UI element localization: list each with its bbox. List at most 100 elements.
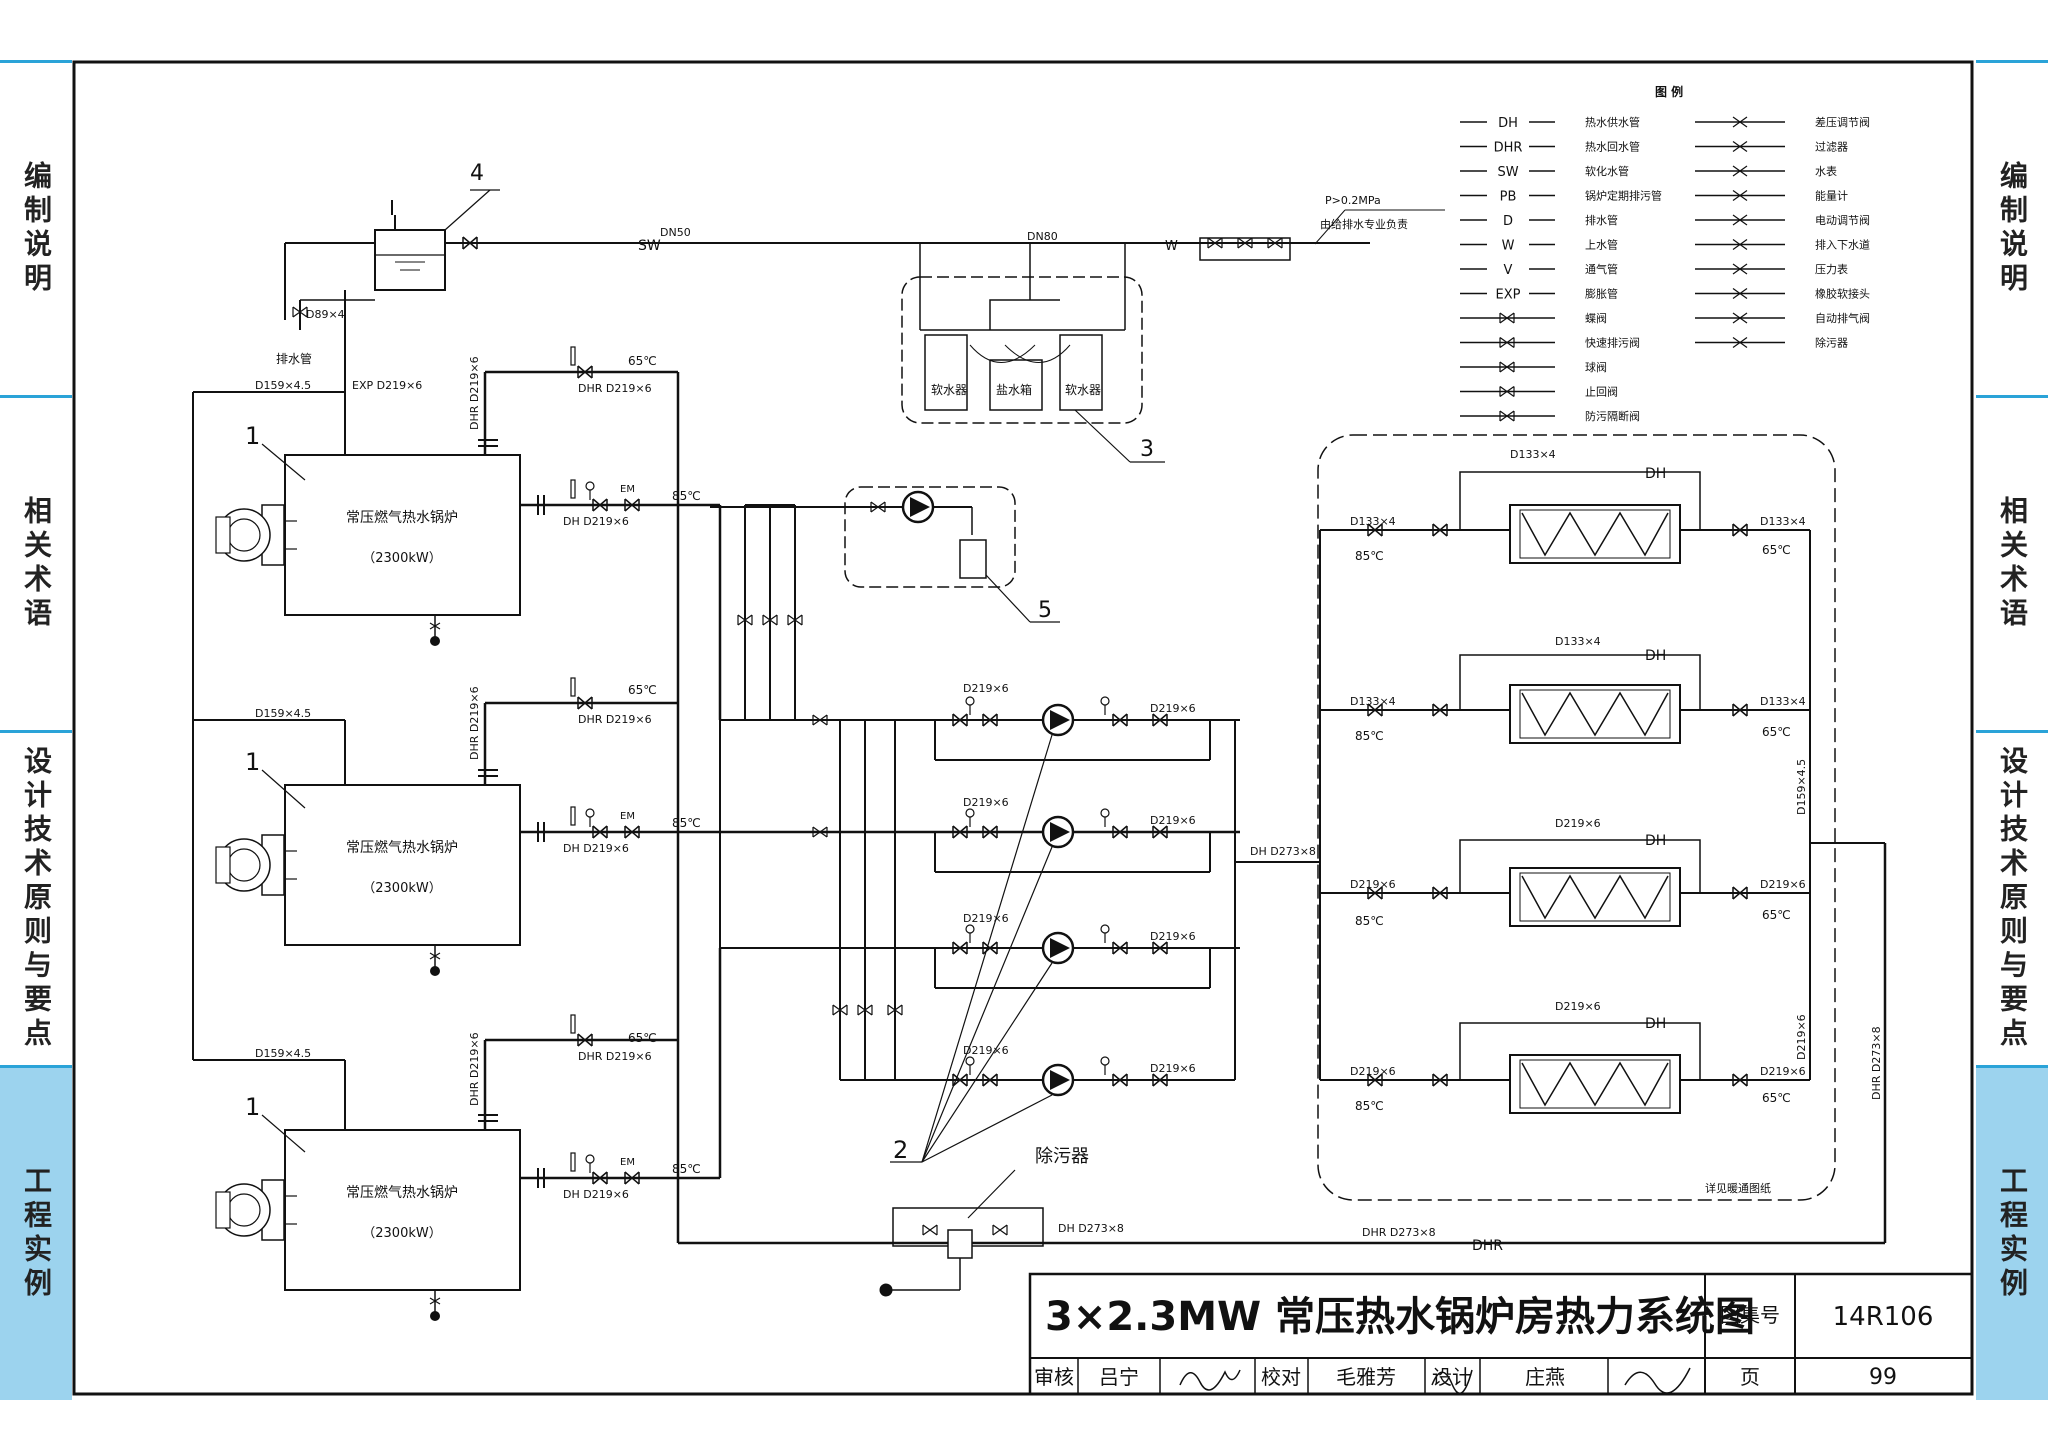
legend-pipe-code: V <box>1504 263 1513 278</box>
softener-label-2: 盐水箱 <box>996 382 1032 397</box>
legend-item-label: 差压调节阀 <box>1815 115 1870 129</box>
legend-valve-icon <box>1499 386 1515 397</box>
label-pump-out-2: D219×6 <box>1150 814 1196 827</box>
callout-3: 3 <box>1140 437 1154 462</box>
label-dh-d273: DH D273×8 <box>1250 845 1316 858</box>
title-page-label: 页 <box>1740 1365 1760 1389</box>
label-85-2: 85℃ <box>672 816 701 830</box>
legend-pipe-code-bg <box>1487 138 1529 155</box>
label-d159-v: D159×4.5 <box>1795 759 1808 815</box>
legend-item-icon <box>1732 214 1748 226</box>
boiler-3-tag: 1 <box>245 1093 260 1121</box>
label-hx2-out: D133×4 <box>1760 695 1806 708</box>
dirt-separator <box>879 1169 1044 1297</box>
legend-pipe-label: 排水管 <box>1585 213 1618 227</box>
legend-valve-icon <box>1499 312 1515 324</box>
legend-pipe-code-bg <box>1487 212 1529 228</box>
legend-item-label: 压力表 <box>1815 262 1848 276</box>
label-dhr-1: DHR D219×6 <box>578 382 652 395</box>
label-hx3-out: D219×6 <box>1760 878 1806 891</box>
label-dhr: DHR <box>1472 1238 1503 1254</box>
label-d159-3: D159×4.5 <box>255 1047 311 1060</box>
label-detail-note: 详见暖通图纸 <box>1705 1181 1771 1195</box>
boiler-1-name: 常压燃气热水锅炉 <box>346 509 458 526</box>
legend-item-icon <box>1732 312 1748 324</box>
label-hx1-65: 65℃ <box>1762 543 1791 557</box>
legend-item-label: 排入下水道 <box>1815 238 1870 252</box>
label-dhr-3: DHR D219×6 <box>578 1050 652 1063</box>
boiler-3: 常压燃气热水锅炉 （2300kW） 1 <box>215 1093 521 1322</box>
legend-item-label: 过滤器 <box>1815 141 1848 154</box>
label-drain: 排水管 <box>276 351 312 366</box>
label-85-3: 85℃ <box>672 1162 701 1176</box>
legend-pipe-code: DHR <box>1494 141 1523 156</box>
exchanger-4 <box>1509 1054 1681 1114</box>
legend-pipe-label: 热水回水管 <box>1585 140 1640 154</box>
label-hx3-bypass: D219×6 <box>1555 817 1601 830</box>
legend-item-label: 除污器 <box>1815 336 1848 350</box>
drawing-frame <box>72 60 1974 1396</box>
legend-item-icon <box>1732 263 1748 275</box>
side-tab-right-2[interactable]: 设计技术原则与要点 <box>1976 730 2048 1065</box>
legend-pipe-label: 上水管 <box>1585 238 1618 252</box>
label-dhr-v3: DHR D219×6 <box>468 1032 481 1106</box>
label-dh-2: DH D219×6 <box>563 842 629 855</box>
softener-label-1: 软水器 <box>931 383 967 397</box>
side-tab-right-1[interactable]: 相关术语 <box>1976 395 2048 730</box>
side-tab-left-1[interactable]: 相关术语 <box>0 395 72 730</box>
legend-valve-icon <box>1499 361 1515 373</box>
label-pump-1: D219×6 <box>963 682 1009 695</box>
label-em-3: EM <box>620 1157 635 1168</box>
legend-pipe-code-bg <box>1487 114 1529 130</box>
legend-item-icon <box>1732 288 1748 299</box>
label-dh-1: DH D219×6 <box>563 515 629 528</box>
legend-item-label: 自动排气阀 <box>1815 311 1870 325</box>
reviewer-signature <box>1179 1369 1241 1391</box>
side-tab-label: 工程实例 <box>1996 1166 2029 1302</box>
label-dhr-v1: DHR D219×6 <box>468 356 481 430</box>
side-tab-label: 相关术语 <box>20 496 53 632</box>
boiler-2-capacity: （2300kW） <box>362 881 441 896</box>
label-dhr-2: DHR D219×6 <box>578 713 652 726</box>
label-supply-note: 由给排水专业负责 <box>1320 217 1408 231</box>
legend-item-label: 能量计 <box>1815 189 1848 203</box>
title-page-no: 99 <box>1869 1365 1897 1390</box>
water-tank-group <box>284 200 1370 392</box>
boiler-2-name: 常压燃气热水锅炉 <box>346 839 458 856</box>
legend-pipe-code-bg <box>1487 187 1529 204</box>
label-dn50: DN50 <box>660 226 691 239</box>
softener-label-3: 软水器 <box>1065 383 1101 397</box>
side-tab-label: 工程实例 <box>20 1166 53 1302</box>
legend-pipe-label: 软化水管 <box>1585 164 1629 178</box>
label-dhr-d273: DHR D273×8 <box>1362 1226 1436 1239</box>
label-pump-out-1: D219×6 <box>1150 702 1196 715</box>
title-check-label: 校对 <box>1261 1365 1301 1389</box>
side-tab-right-3[interactable]: 工程实例 <box>1976 1065 2048 1400</box>
label-dirt: 除污器 <box>1035 1146 1089 1167</box>
legend-pipe-code: SW <box>1497 165 1518 180</box>
label-hx4-out: D219×6 <box>1760 1065 1806 1078</box>
label-w: W <box>1165 239 1178 254</box>
legend-valve-label: 球阀 <box>1585 360 1607 374</box>
side-tab-right-0[interactable]: 编制说明 <box>1976 60 2048 395</box>
label-sw: SW <box>638 238 661 254</box>
label-hx2-65: 65℃ <box>1762 725 1791 739</box>
exchanger-3 <box>1509 867 1681 927</box>
legend-pipe-label: 热水供水管 <box>1585 115 1640 129</box>
callout-5: 5 <box>1038 598 1052 623</box>
label-hx3-dh: DH <box>1645 833 1666 849</box>
legend-item-icon <box>1732 190 1748 201</box>
label-exp: EXP D219×6 <box>352 379 422 392</box>
label-dh-d273-b: DH D273×8 <box>1058 1222 1124 1235</box>
boiler-1-capacity: （2300kW） <box>362 551 441 566</box>
legend-item-icon <box>1732 141 1748 152</box>
side-tab-left-2[interactable]: 设计技术原则与要点 <box>0 730 72 1065</box>
side-tab-left-3[interactable]: 工程实例 <box>0 1065 72 1400</box>
label-dhr-v: DHR D273×8 <box>1870 1026 1883 1100</box>
label-pressure: P>0.2MPa <box>1325 194 1381 207</box>
label-hx2-dh: DH <box>1645 648 1666 664</box>
side-tab-left-0[interactable]: 编制说明 <box>0 60 72 395</box>
designer-signature <box>1624 1367 1691 1394</box>
boiler-1-tag: 1 <box>245 422 260 450</box>
